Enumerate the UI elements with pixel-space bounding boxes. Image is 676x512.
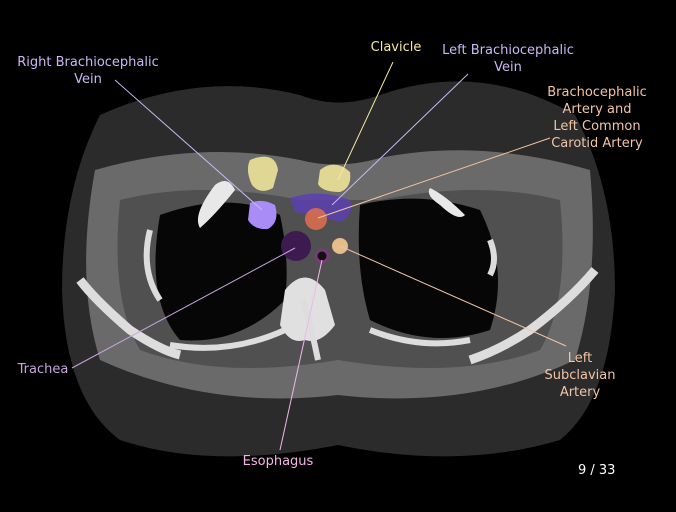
leader-brachiocephalic-artery	[317, 137, 551, 219]
label-trachea: Trachea	[17, 362, 69, 377]
leader-trachea	[71, 247, 296, 369]
label-esophagus: Esophagus	[242, 454, 314, 469]
slice-counter: 9 / 33	[578, 463, 616, 478]
right-lung	[155, 202, 287, 341]
right-brachiocephalic-vein-region	[248, 200, 277, 230]
label-left-subclavian-artery: Left Subclavian Artery	[544, 351, 616, 400]
right-clavicle-region	[247, 156, 278, 191]
left-lung	[358, 198, 498, 338]
leader-left-brachiocephalic-vein	[331, 73, 469, 206]
label-left-brachiocephalic-vein: Left Brachiocephalic Vein	[442, 43, 574, 75]
label-right-brachiocephalic-vein: Right Brachiocephalic Vein	[17, 55, 159, 87]
leader-clavicle	[337, 61, 394, 181]
brachiocephalic-artery-region	[305, 208, 327, 230]
leader-right-brachiocephalic-vein	[114, 79, 263, 211]
leader-esophagus	[279, 259, 323, 451]
trachea-region	[281, 231, 311, 261]
left-clavicle-region	[318, 164, 351, 192]
label-brachiocephalic-artery: Brachocephalic Artery and Left Common Ca…	[547, 85, 647, 151]
label-clavicle: Clavicle	[370, 40, 422, 55]
leader-left-subclavian-artery	[339, 245, 567, 347]
